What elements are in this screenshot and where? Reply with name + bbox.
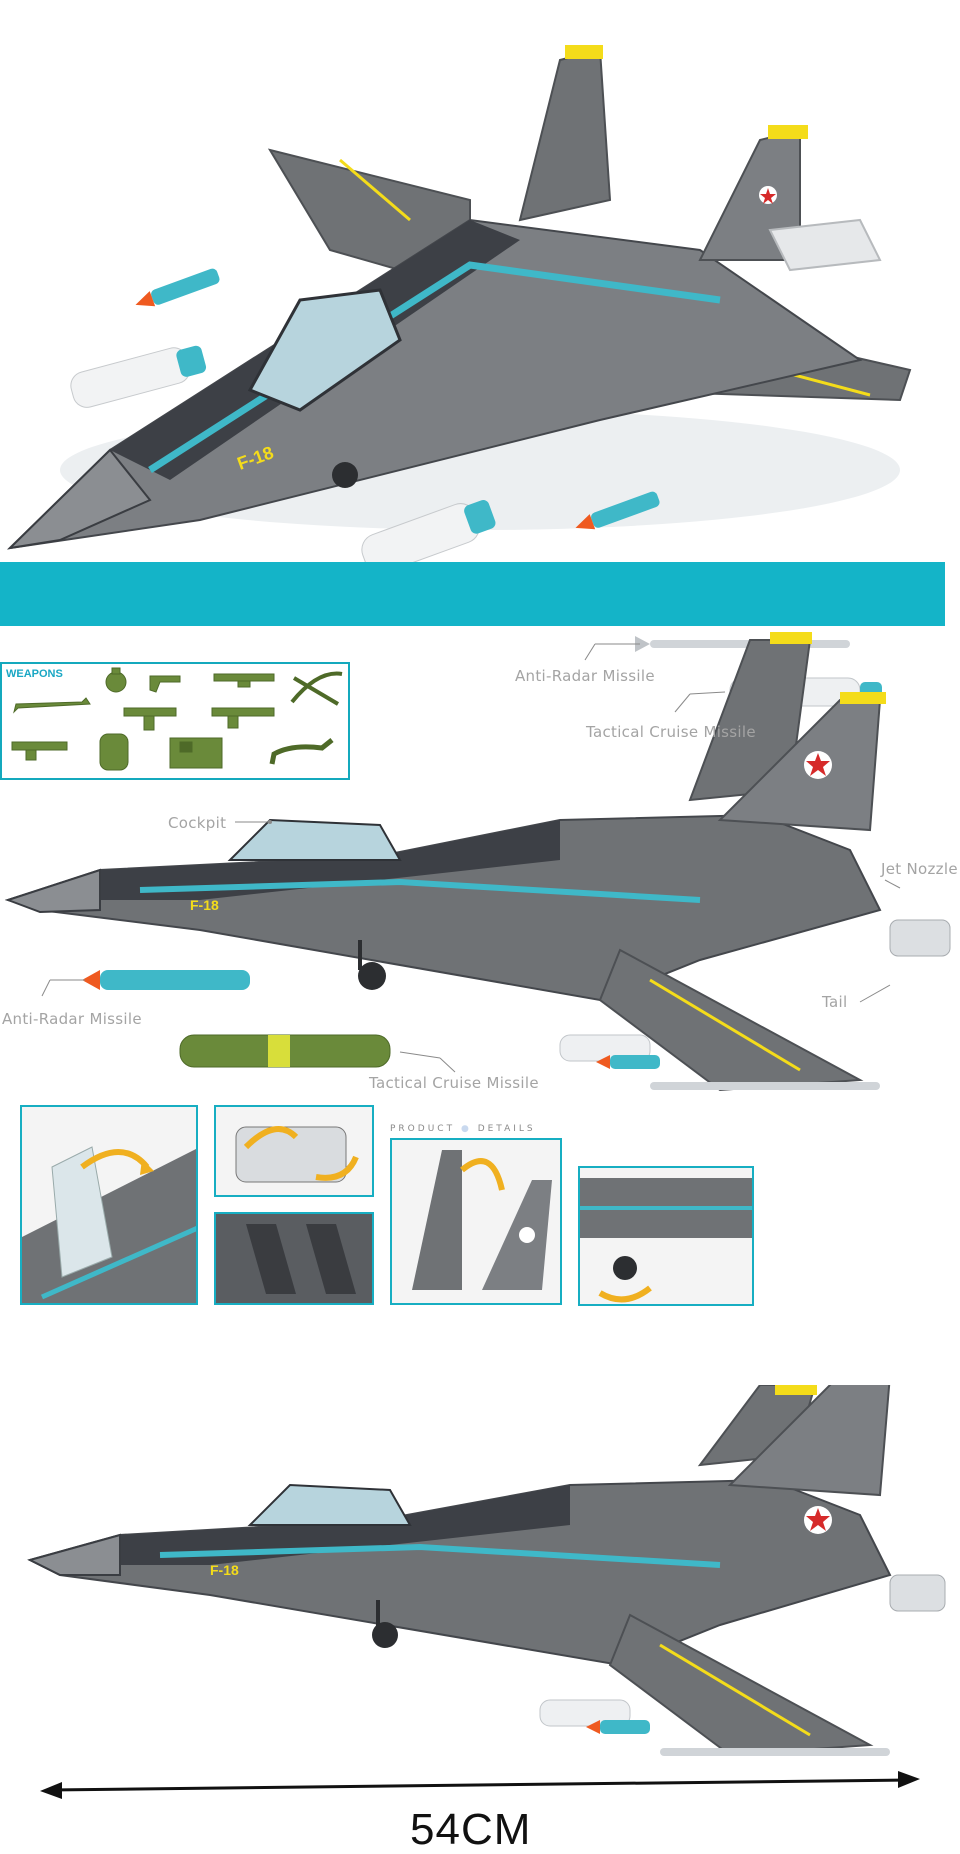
jet-marking-side: F-18: [190, 897, 219, 913]
product-details-left: PRODUCT: [390, 1124, 456, 1134]
detail-panel-landing-gear: [578, 1166, 754, 1306]
side-view-jet-diagram: F-18: [4, 632, 951, 1092]
anti-radar-missile-bottom: [41, 970, 250, 997]
callout-tail: Tail: [822, 993, 848, 1011]
dimension-arrow: [40, 1771, 920, 1799]
hero-jet-photo: F-18: [7, 45, 912, 574]
detail-image-nozzle: [235, 1126, 359, 1183]
ammo-box-icon: [169, 737, 223, 769]
detail-panel-interior: [214, 1212, 374, 1305]
jet-marking-final: F-18: [210, 1562, 239, 1578]
detail-panel-tail-fold: [390, 1138, 562, 1305]
crossbow-icon: [290, 671, 343, 706]
assault-rifle-icon: [211, 707, 275, 729]
callout-anti-radar-missile-bottom: Anti-Radar Missile: [2, 1010, 142, 1028]
callout-cockpit: Cockpit: [168, 814, 227, 832]
weapons-panel-title: WEAPONS: [6, 668, 63, 680]
final-jet-side-view: F-18: [27, 1385, 946, 1799]
detail-image-gear: [580, 1178, 752, 1303]
product-details-separator: ●: [460, 1124, 472, 1134]
detail-image-interior: [216, 1214, 372, 1303]
detail-panel-nozzle: [214, 1105, 374, 1197]
crowbar-icon: [13, 697, 91, 714]
detail-image-tail: [412, 1150, 552, 1290]
revolver-icon: [149, 675, 181, 693]
weapons-icons: [11, 667, 343, 771]
hook-icon: [269, 738, 334, 765]
product-details-label: PRODUCT ● DETAILS: [390, 1124, 536, 1134]
grenade-icon: [105, 667, 127, 693]
weapons-panel: WEAPONS: [0, 662, 350, 780]
machine-pistol-icon: [123, 707, 177, 731]
detail-panel-cockpit-open: [20, 1105, 198, 1305]
backpack-icon: [99, 733, 129, 771]
dimension-label: 54CM: [410, 1805, 532, 1854]
smg-icon: [11, 741, 68, 761]
callout-tactical-cruise-missile-top: Tactical Cruise Missile: [586, 723, 756, 741]
callout-anti-radar-missile-top: Anti-Radar Missile: [515, 667, 655, 685]
detail-image-cockpit: [22, 1146, 196, 1303]
callout-tactical-cruise-missile-bottom: Tactical Cruise Missile: [369, 1074, 539, 1092]
product-details-right: DETAILS: [477, 1124, 536, 1134]
tactical-cruise-missile-bottom: [179, 1034, 456, 1073]
hero-accent-band: [0, 562, 945, 626]
rifle-icon: [213, 673, 275, 688]
callout-jet-nozzle: Jet Nozzle: [881, 860, 958, 878]
